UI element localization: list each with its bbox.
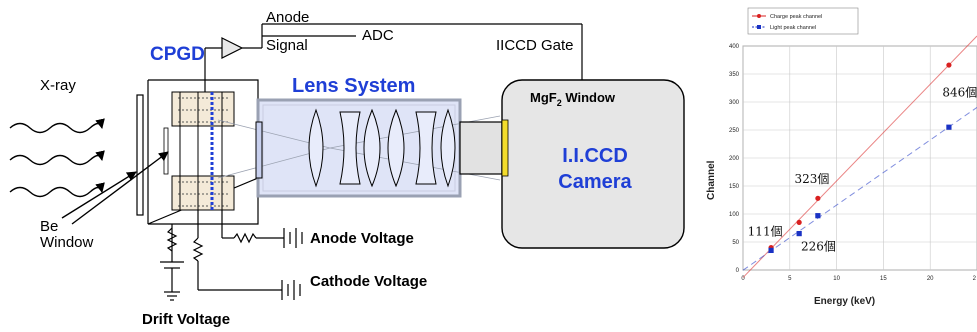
adc-label: ADC bbox=[362, 27, 394, 44]
x-tick-label: 0 bbox=[741, 276, 745, 282]
electrode-stack bbox=[163, 91, 235, 211]
data-point-light bbox=[768, 247, 774, 253]
be-window-label-line1: Be bbox=[40, 218, 58, 235]
be-window-pointers bbox=[61, 151, 169, 225]
legend-light-label: Light peak channel bbox=[770, 25, 816, 31]
be-window-outer bbox=[136, 94, 144, 216]
data-point-charge bbox=[796, 219, 802, 225]
x-tick-label: 5 bbox=[788, 276, 792, 282]
y-tick-label: 200 bbox=[729, 156, 740, 162]
x-axis-ticks: 0 5 10 15 20 2 bbox=[741, 276, 976, 282]
energy-channel-chart: 0 50 100 150 200 250 300 350 400 0 5 10 15 20 2 111個 2… bbox=[706, 7, 977, 307]
y-tick-label: 150 bbox=[729, 184, 740, 190]
data-point-charge bbox=[815, 195, 821, 201]
lens-system bbox=[217, 98, 501, 198]
data-point-charge bbox=[946, 62, 952, 68]
legend-light-marker bbox=[757, 25, 761, 29]
anode-voltage-label: Anode Voltage bbox=[310, 230, 414, 247]
chart-grid bbox=[742, 45, 977, 271]
xray-waves bbox=[9, 118, 105, 198]
x-axis-title: Energy (keV) bbox=[814, 296, 875, 307]
x-tick-label: 15 bbox=[880, 276, 887, 282]
cathode-voltage-label: Cathode Voltage bbox=[310, 273, 427, 290]
y-tick-label: 0 bbox=[736, 268, 740, 274]
y-axis-title: Channel bbox=[706, 160, 717, 200]
anode-signal-path bbox=[204, 23, 583, 92]
fit-line-light bbox=[742, 107, 977, 271]
y-tick-label: 250 bbox=[729, 128, 740, 134]
count-annotation: 846個 bbox=[942, 85, 977, 99]
detector-diagram: X-ray CPGD bbox=[9, 9, 685, 328]
fit-line-charge bbox=[742, 35, 977, 278]
legend-charge-marker bbox=[757, 14, 761, 18]
y-tick-label: 100 bbox=[729, 212, 740, 218]
y-tick-label: 350 bbox=[729, 72, 740, 78]
y-axis-ticks: 0 50 100 150 200 250 300 350 400 bbox=[729, 44, 740, 274]
count-annotation: 111個 bbox=[748, 224, 783, 238]
lens-camera-coupler bbox=[459, 121, 503, 175]
y-tick-label: 300 bbox=[729, 100, 740, 106]
fit-lines bbox=[742, 35, 977, 278]
be-window-label-line2: Window bbox=[40, 234, 94, 251]
legend-charge-label: Charge peak channel bbox=[770, 14, 822, 20]
data-point-light bbox=[946, 124, 952, 130]
count-annotations: 111個 226個 323個 846個 bbox=[748, 85, 977, 253]
data-point-light bbox=[815, 213, 821, 219]
x-tick-label: 10 bbox=[833, 276, 840, 282]
drift-voltage-label: Drift Voltage bbox=[142, 311, 230, 327]
camera-label-line2: Camera bbox=[558, 171, 632, 193]
mgf2-window bbox=[501, 119, 509, 177]
lens-system-label: Lens System bbox=[292, 75, 415, 97]
bias-circuit bbox=[160, 210, 303, 301]
x-tick-label: 2 bbox=[973, 276, 977, 282]
anode-signal-line1: Anode bbox=[266, 9, 309, 26]
count-annotation: 226個 bbox=[801, 239, 836, 253]
camera-label-line1: I.I.CCD bbox=[562, 145, 628, 167]
y-tick-label: 50 bbox=[732, 240, 739, 246]
cpgd-label: CPGD bbox=[150, 44, 205, 65]
y-tick-label: 400 bbox=[729, 44, 740, 50]
data-points bbox=[768, 62, 952, 253]
iiccd-gate-label: IICCD Gate bbox=[496, 37, 574, 54]
xray-label: X-ray bbox=[40, 77, 76, 94]
chart-legend: Charge peak channel Light peak channel bbox=[747, 7, 859, 35]
data-point-light bbox=[796, 231, 802, 237]
mgf2-window-label: MgF2 Window bbox=[530, 90, 616, 108]
anode-signal-line2: Signal bbox=[266, 37, 308, 54]
count-annotation: 323個 bbox=[794, 172, 829, 186]
x-tick-label: 20 bbox=[927, 276, 934, 282]
